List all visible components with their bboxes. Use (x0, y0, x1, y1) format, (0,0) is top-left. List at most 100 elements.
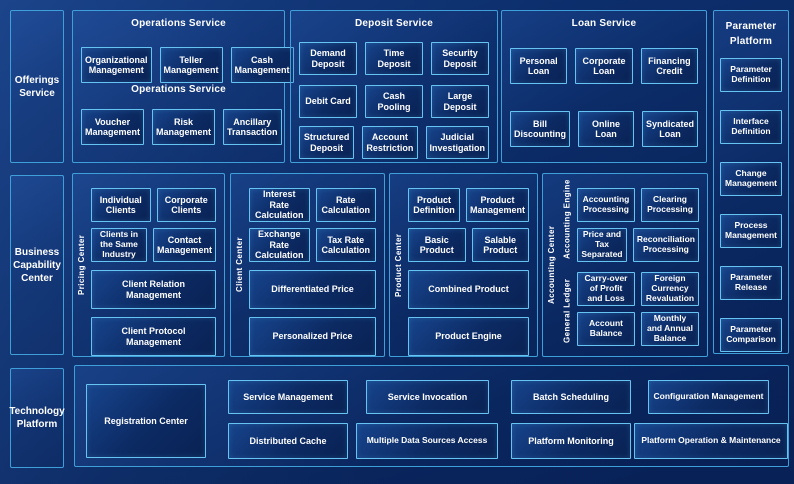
rail-technology-platform: Technology Platform (9, 368, 65, 468)
box-differentiated-price: Differentiated Price (249, 270, 376, 309)
box-registration-center: Registration Center (86, 384, 206, 458)
section-product-center: Product Center Product Definition Produc… (389, 173, 538, 357)
box-foreign-currency-revaluation: Foreign Currency Revaluation (641, 272, 699, 306)
product-center-content: Product Definition Product Management Ba… (406, 174, 537, 356)
box-corporate-clients: Corporate Clients (156, 188, 216, 222)
box-contact-management: Contact Management (152, 228, 216, 262)
operations-row-2: Voucher Management Risk Management Ancil… (73, 109, 284, 145)
section-parameter-platform: Parameter Platform Parameter Definition … (713, 10, 789, 354)
box-service-invocation: Service Invocation (366, 380, 489, 414)
box-configuration-management: Configuration Management (648, 380, 769, 414)
box-basic-product: Basic Product (408, 228, 466, 262)
box-structured-deposit: Structured Deposit (299, 126, 355, 159)
box-tax-rate-calculation: Tax Rate Calculation (315, 228, 376, 262)
box-teller-management: Teller Management (159, 47, 223, 83)
box-client-protocol-management: Client Protocol Management (91, 317, 216, 356)
box-interest-rate-calculation: Interest Rate Calculation (249, 188, 310, 222)
section-client-center: Client Center Interest Rate Calculation … (230, 173, 385, 357)
client-center-label: Client Center (234, 237, 244, 293)
box-monthly-and-annual-balance: Monthly and Annual Balance (641, 312, 699, 346)
box-account-restriction: Account Restriction (362, 126, 418, 159)
parameter-platform-items: Parameter Definition Interface Definitio… (714, 49, 788, 352)
loan-row-2: Bill Discounting Online Loan Syndicated … (502, 111, 706, 147)
deposit-service-title: Deposit Service (354, 18, 434, 29)
rail-technology-platform-label: Technology Platform (9, 406, 65, 430)
box-security-deposit: Security Deposit (431, 42, 489, 75)
rail-offerings-service: Offerings Service (10, 10, 64, 163)
operations-row-1: Organizational Management Teller Managem… (73, 47, 294, 83)
section-technology-platform: Registration Center Service Management S… (74, 365, 789, 467)
box-platform-monitoring: Platform Monitoring (511, 423, 631, 459)
parameter-platform-title: Parameter Platform (725, 21, 777, 47)
accounting-center-label-strip: Accounting Center (543, 174, 559, 356)
box-clearing-processing: Clearing Processing (641, 188, 699, 222)
rail-business-capability-center: Business Capability Center (10, 175, 64, 355)
box-platform-operation-maintenance: Platform Operation & Maintenance (634, 423, 788, 459)
box-individual-clients: Individual Clients (91, 188, 151, 222)
box-accounting-processing: Accounting Processing (577, 188, 635, 222)
box-account-balance: Account Balance (577, 312, 635, 346)
product-center-label-strip: Product Center (390, 174, 406, 356)
box-judicial-investigation: Judicial Investigation (425, 126, 490, 159)
accounting-sublabel-strip: Accounting Engine General Ledger (559, 174, 575, 356)
box-product-engine: Product Engine (408, 317, 529, 356)
box-price-and-tax-separated: Price and Tax Separated (577, 228, 627, 262)
operations-service-title: Operations Service (131, 18, 226, 29)
box-large-deposit: Large Deposit (431, 85, 489, 118)
loan-row-1: Personal Loan Corporate Loan Financing C… (502, 48, 706, 84)
section-deposit-service: Deposit Service Demand Deposit Time Depo… (290, 10, 498, 163)
box-time-deposit: Time Deposit (365, 42, 423, 75)
section-loan-service: Loan Service Personal Loan Corporate Loa… (501, 10, 707, 163)
accounting-center-label: Accounting Center (546, 225, 556, 305)
box-product-definition: Product Definition (408, 188, 460, 222)
box-cash-pooling: Cash Pooling (365, 85, 423, 118)
accounting-center-content: Accounting Processing Clearing Processin… (575, 174, 707, 356)
section-accounting-center: Accounting Center Accounting Engine Gene… (542, 173, 708, 357)
box-organizational-management: Organizational Management (81, 47, 152, 83)
section-pricing-center: Pricing Center Individual Clients Corpor… (72, 173, 225, 357)
section-operations-service: Operations Service Organizational Manage… (72, 10, 294, 163)
box-salable-product: Salable Product (471, 228, 529, 262)
box-ancillary-transaction: Ancillary Transaction (223, 109, 282, 145)
loan-service-title: Loan Service (571, 18, 637, 29)
pricing-center-label: Pricing Center (76, 234, 86, 296)
box-bill-discounting: Bill Discounting (510, 111, 570, 147)
box-batch-scheduling: Batch Scheduling (511, 380, 631, 414)
operations-service-duplicate-title: Operations Service (131, 84, 226, 95)
deposit-row-1: Demand Deposit Time Deposit Security Dep… (291, 42, 497, 75)
box-debit-card: Debit Card (299, 85, 357, 118)
deposit-row-3: Structured Deposit Account Restriction J… (291, 126, 497, 159)
deposit-row-2: Debit Card Cash Pooling Large Deposit (291, 85, 497, 118)
box-personal-loan: Personal Loan (510, 48, 568, 84)
box-online-loan: Online Loan (577, 111, 634, 147)
box-voucher-management: Voucher Management (81, 109, 145, 145)
box-cash-management: Cash Management (230, 47, 294, 83)
box-demand-deposit: Demand Deposit (299, 42, 357, 75)
box-client-relation-management: Client Relation Management (91, 270, 216, 309)
box-financing-credit: Financing Credit (640, 48, 698, 84)
box-rate-calculation: Rate Calculation (315, 188, 376, 222)
box-change-management: Change Management (720, 162, 782, 196)
box-parameter-definition: Parameter Definition (720, 58, 782, 92)
box-carry-over-of-profit-and-loss: Carry-over of Profit and Loss (577, 272, 635, 306)
client-center-content: Interest Rate Calculation Rate Calculati… (247, 174, 384, 356)
client-center-label-strip: Client Center (231, 174, 247, 356)
box-exchange-rate-calculation: Exchange Rate Calculation (249, 228, 310, 262)
box-risk-management: Risk Management (152, 109, 216, 145)
box-service-management: Service Management (228, 380, 348, 414)
box-parameter-release: Parameter Release (720, 266, 782, 300)
box-reconciliation-processing: Reconciliation Processing (632, 228, 699, 262)
general-ledger-label: General Ledger (562, 278, 572, 343)
rail-business-capability-center-label: Business Capability Center (13, 246, 61, 284)
pricing-center-content: Individual Clients Corporate Clients Cli… (89, 174, 224, 356)
box-multiple-data-sources-access: Multiple Data Sources Access (356, 423, 498, 459)
box-interface-definition: Interface Definition (720, 110, 782, 144)
product-center-label: Product Center (393, 233, 403, 297)
box-parameter-comparison: Parameter Comparison (720, 318, 782, 352)
box-clients-in-the-same-industry: Clients in the Same Industry (91, 228, 147, 262)
box-corporate-loan: Corporate Loan (575, 48, 633, 84)
box-product-management: Product Management (466, 188, 529, 222)
box-distributed-cache: Distributed Cache (228, 423, 348, 459)
box-personalized-price: Personalized Price (249, 317, 376, 356)
